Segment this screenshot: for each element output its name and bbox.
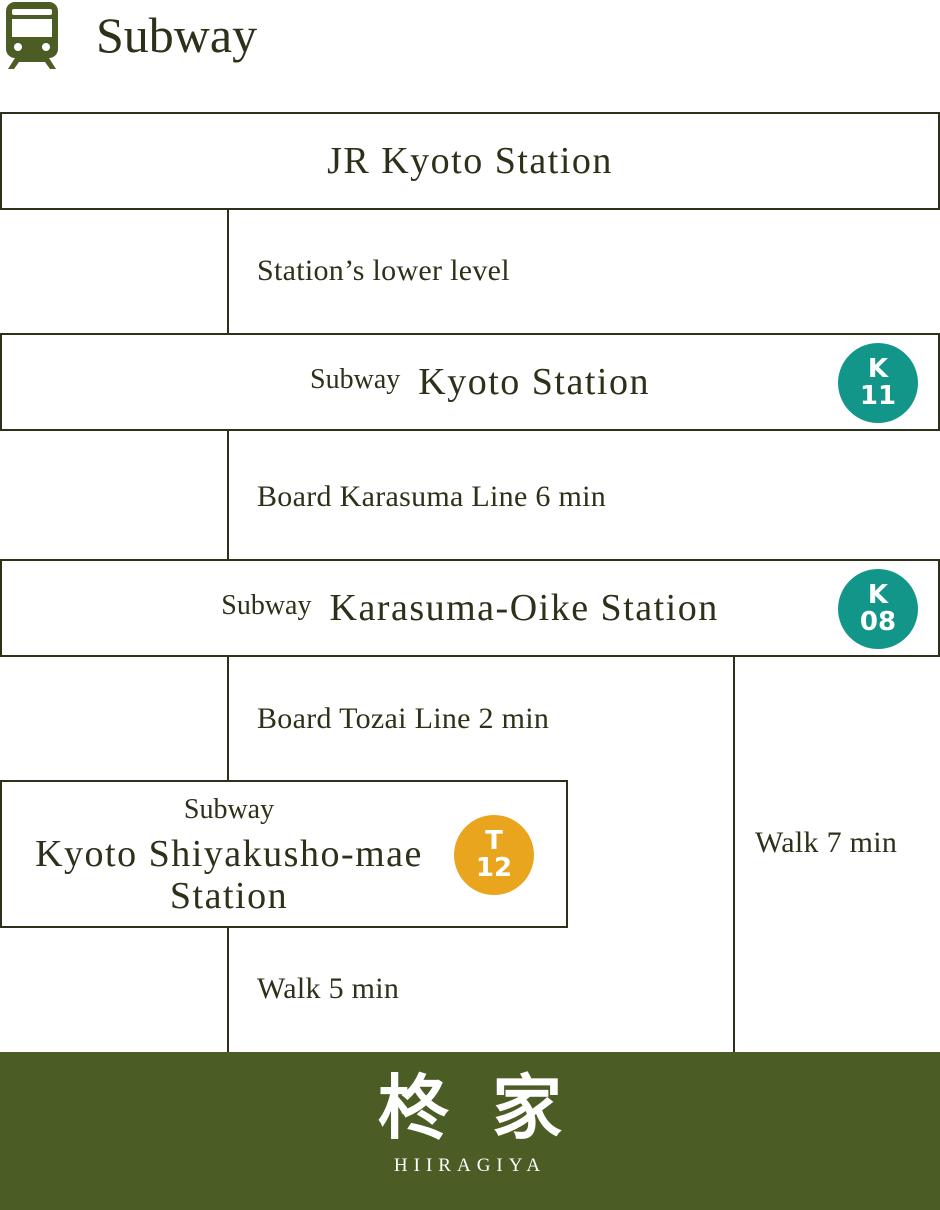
line-badge-k11: K 11 <box>838 343 918 423</box>
station-box-jr-kyoto: JR Kyoto Station <box>0 112 940 210</box>
footer-destination: 柊家 HIIRAGIYA <box>0 1052 940 1210</box>
badge-station-number: 11 <box>859 381 897 411</box>
connector-line-3 <box>227 655 229 782</box>
station-name: Kyoto Shiyakusho-mae <box>35 833 423 875</box>
badge-line-letter: K <box>867 580 889 610</box>
badge-station-number: 12 <box>475 853 513 883</box>
step-label: Board Tozai Line 2 min <box>257 702 550 735</box>
station-box-subway-kyoto: Subway Kyoto Station K 11 <box>0 333 940 431</box>
step-label: Walk 5 min <box>257 972 400 1005</box>
hiiragiya-logo: 柊家 <box>378 1066 606 1149</box>
station-name: Karasuma-Oike Station <box>329 587 719 629</box>
train-icon <box>6 2 58 69</box>
station-name-line2: Station <box>169 875 289 917</box>
brand-name: HIIRAGIYA <box>393 1155 547 1176</box>
station-prefix: Subway <box>310 364 401 395</box>
line-badge-k08: K 08 <box>838 569 918 649</box>
station-prefix: Subway <box>183 794 275 825</box>
station-name: Kyoto Station <box>418 361 650 403</box>
badge-line-letter: T <box>485 826 503 856</box>
step-label: Board Karasuma Line 6 min <box>257 480 607 513</box>
connector-line-walk <box>733 655 735 1052</box>
station-box-karasuma-oike: Subway Karasuma-Oike Station K 08 <box>0 559 940 657</box>
page-title: Subway <box>96 7 258 63</box>
connector-line-4 <box>227 926 229 1052</box>
connector-line-1 <box>227 208 229 335</box>
step-label-walk-7: Walk 7 min <box>755 826 898 859</box>
station-name: JR Kyoto Station <box>327 140 613 182</box>
station-box-shiyakusho-mae: Subway Kyoto Shiyakusho-mae Station T 12 <box>0 780 568 928</box>
station-prefix: Subway <box>221 590 312 621</box>
badge-line-letter: K <box>867 354 889 384</box>
connector-line-2 <box>227 429 229 561</box>
badge-station-number: 08 <box>859 607 897 637</box>
line-badge-t12: T 12 <box>454 815 534 895</box>
step-label: Station’s lower level <box>257 254 510 287</box>
